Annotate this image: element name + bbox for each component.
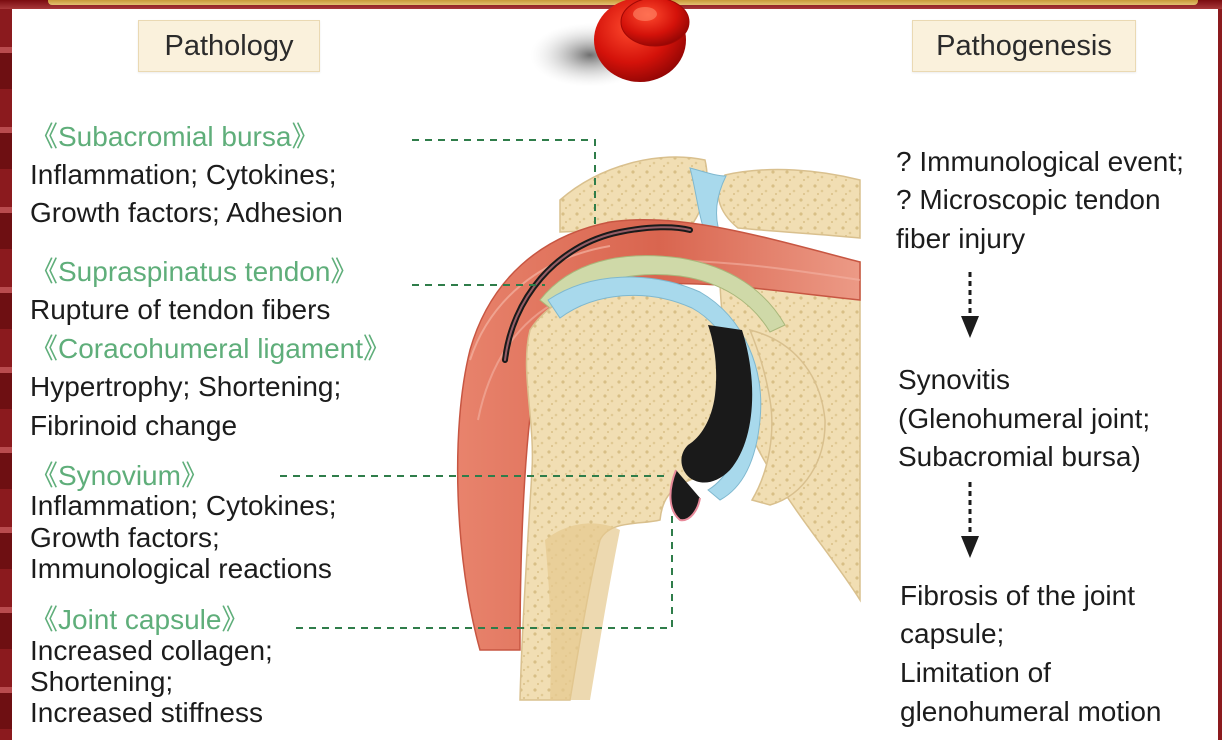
pathology-line: Growth factors; (30, 522, 220, 554)
humeral-head (520, 285, 735, 700)
pathology-line: Increased stiffness (30, 697, 263, 729)
pathology-line: Growth factors; Adhesion (30, 197, 343, 229)
pathology-title: 《Synovium》 (30, 460, 209, 492)
pathology-title: 《Subacromial bursa》 (30, 121, 319, 153)
pathology-line: Inflammation; Cytokines; (30, 490, 337, 522)
pathology-title: 《Joint capsule》 (30, 604, 249, 636)
pathogenesis-line: fiber injury (896, 223, 1025, 255)
pathology-heading-text: Pathology (165, 30, 294, 62)
pathology-title: 《Supraspinatus tendon》 (30, 256, 358, 288)
pathogenesis-line: glenohumeral motion (900, 696, 1162, 728)
clavicle (718, 170, 860, 238)
pathogenesis-line: capsule; (900, 618, 1004, 650)
pathogenesis-line: ? Immunological event; (896, 146, 1184, 178)
pathogenesis-line: Synovitis (898, 364, 1010, 396)
push-pin-icon (530, 0, 689, 87)
pathology-heading: Pathology (138, 20, 320, 72)
pathogenesis-line: Limitation of (900, 657, 1051, 689)
pathogenesis-line: (Glenohumeral joint; (898, 403, 1150, 435)
pathology-line: Fibrinoid change (30, 410, 237, 442)
arrow-down-icon (961, 482, 979, 558)
arrow-down-icon (961, 272, 979, 338)
pathology-line: Rupture of tendon fibers (30, 294, 330, 326)
pathogenesis-line: ? Microscopic tendon (896, 184, 1161, 216)
pathology-line: Shortening; (30, 666, 173, 698)
pathogenesis-line: Fibrosis of the joint (900, 580, 1135, 612)
pathology-line: Immunological reactions (30, 553, 332, 585)
pathology-line: Inflammation; Cytokines; (30, 159, 337, 191)
pathogenesis-heading: Pathogenesis (912, 20, 1136, 72)
pathogenesis-line: Subacromial bursa) (898, 441, 1141, 473)
pathology-title: 《Coracohumeral ligament》 (30, 333, 391, 365)
pathology-line: Hypertrophy; Shortening; (30, 371, 341, 403)
pathology-line: Increased collagen; (30, 635, 273, 667)
pathogenesis-heading-text: Pathogenesis (936, 30, 1112, 62)
